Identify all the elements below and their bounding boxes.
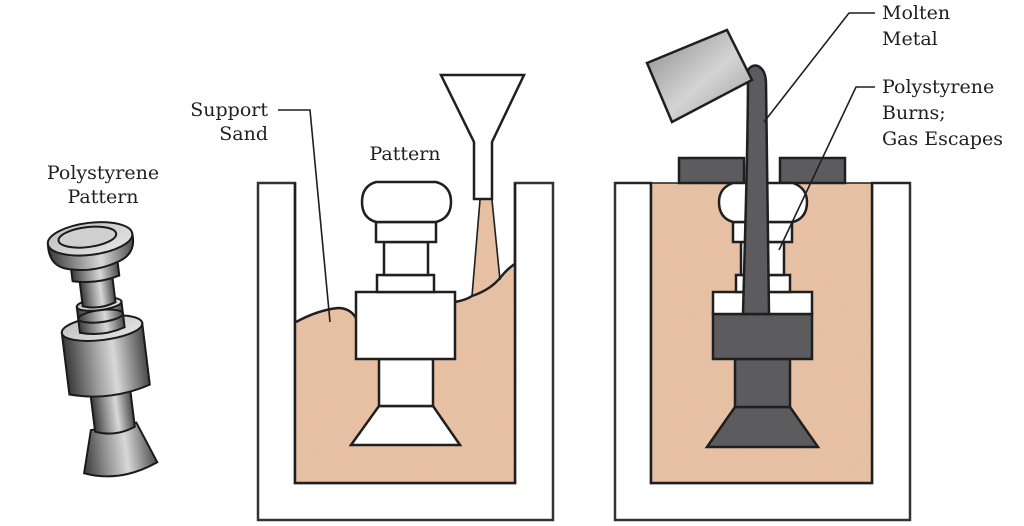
pattern-neck: [382, 240, 430, 277]
label-support-sand-line1: Support: [190, 99, 268, 121]
flask-weight-right: [778, 156, 847, 185]
pattern-lower-stem: [89, 387, 136, 435]
flask-inner-outline-2: [649, 183, 874, 485]
panel-pouring: Molten Metal Polystyrene Burns; Gas Esca…: [613, 2, 1003, 522]
panel-polystyrene-pattern: Polystyrene Pattern: [46, 162, 159, 478]
pattern-base-flare: [82, 421, 159, 478]
pouring-ladle: [645, 28, 754, 124]
flask-weight-left: [677, 156, 746, 185]
leader-molten-metal: [763, 12, 875, 123]
label-pattern: Pattern: [369, 143, 440, 165]
label-polystyrene-pattern-line1: Polystyrene: [47, 162, 159, 184]
pattern-upper-collar: [374, 220, 438, 244]
sand-stream-outline: [471, 199, 501, 297]
metal-stem: [733, 357, 792, 409]
label-burns-line2: Burns;: [882, 102, 946, 124]
molten-metal-stream: [741, 64, 771, 316]
flask-inner-outline: [293, 183, 517, 485]
label-polystyrene-pattern-line2: Pattern: [67, 186, 138, 208]
sand-surface-line-right: [454, 262, 516, 304]
sand-funnel: [438, 73, 526, 201]
panel-sand-packing: Support Sand Pattern: [190, 73, 555, 522]
label-burns-line1: Polystyrene: [882, 76, 994, 98]
pattern-block: [354, 290, 457, 361]
label-burns-line3: Gas Escapes: [882, 128, 1003, 150]
pattern-cap-recess: [57, 225, 118, 249]
sand-surface-line: [295, 306, 358, 324]
label-molten-metal-line2: Metal: [882, 28, 938, 50]
pattern-cap: [360, 180, 453, 224]
leader-support-sand: [278, 109, 331, 323]
metal-block: [711, 312, 814, 361]
pattern-lower-collar: [375, 273, 436, 294]
pattern-stem: [377, 357, 435, 408]
label-molten-metal-line1: Molten: [882, 2, 950, 24]
polystyrene-pattern-3d: [46, 221, 159, 478]
leader-polystyrene-burns: [778, 86, 875, 251]
label-support-sand-line2: Sand: [219, 123, 268, 145]
